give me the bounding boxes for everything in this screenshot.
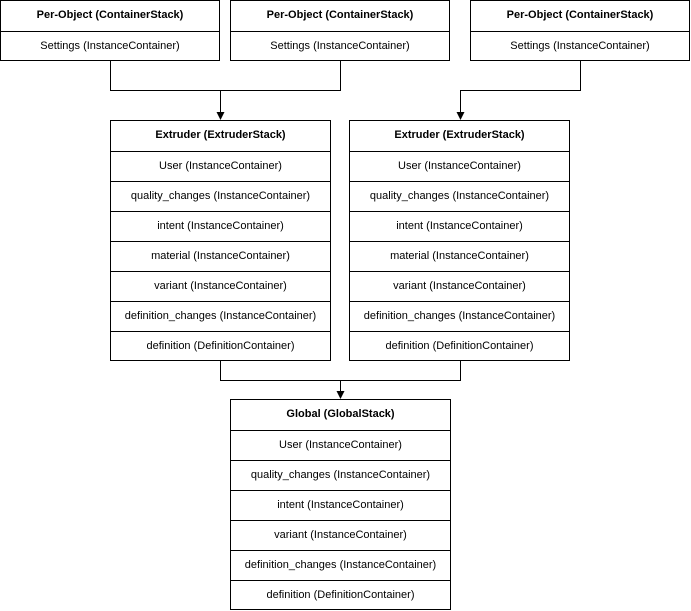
- settings-container: Settings (InstanceContainer): [471, 31, 689, 61]
- extruder-stack-1-title: Extruder (ExtruderStack): [155, 129, 286, 141]
- per-object-stack-3: Per-Object (ContainerStack) Settings (In…: [470, 0, 690, 61]
- definition-changes-container: definition_changes (InstanceContainer): [350, 301, 569, 331]
- connector-extruder-1: [220, 360, 341, 381]
- variant-container: variant (InstanceContainer): [111, 271, 330, 301]
- definition-container: definition (DefinitionContainer): [111, 331, 330, 361]
- quality-changes-container: quality_changes (InstanceContainer): [231, 460, 450, 490]
- per-object-stack-3-title: Per-Object (ContainerStack): [506, 9, 654, 21]
- user-container: User (InstanceContainer): [111, 151, 330, 181]
- connector-per-object-2: [220, 60, 341, 91]
- per-object-stack-2: Per-Object (ContainerStack) Settings (In…: [230, 0, 450, 61]
- variant-container: variant (InstanceContainer): [350, 271, 569, 301]
- definition-container: definition (DefinitionContainer): [350, 331, 569, 361]
- extruder-stack-1: Extruder (ExtruderStack) User (InstanceC…: [110, 120, 331, 361]
- connector-per-object-3: [456, 60, 581, 120]
- intent-container: intent (InstanceContainer): [231, 490, 450, 520]
- connector-per-object-1: [110, 60, 221, 91]
- intent-container: intent (InstanceContainer): [111, 211, 330, 241]
- quality-changes-container: quality_changes (InstanceContainer): [350, 181, 569, 211]
- material-container: material (InstanceContainer): [350, 241, 569, 271]
- definition-changes-container: definition_changes (InstanceContainer): [111, 301, 330, 331]
- definition-container: definition (DefinitionContainer): [231, 580, 450, 610]
- extruder-stack-2: Extruder (ExtruderStack) User (InstanceC…: [349, 120, 570, 361]
- connector-extruder-2: [340, 360, 461, 381]
- global-stack-title: Global (GlobalStack): [286, 408, 395, 420]
- quality-changes-container: quality_changes (InstanceContainer): [111, 181, 330, 211]
- intent-container: intent (InstanceContainer): [350, 211, 569, 241]
- user-container: User (InstanceContainer): [231, 430, 450, 460]
- material-container: material (InstanceContainer): [111, 241, 330, 271]
- per-object-stack-1-title: Per-Object (ContainerStack): [36, 9, 184, 21]
- per-object-stack-1: Per-Object (ContainerStack) Settings (In…: [0, 0, 220, 61]
- variant-container: variant (InstanceContainer): [231, 520, 450, 550]
- definition-changes-container: definition_changes (InstanceContainer): [231, 550, 450, 580]
- global-stack: Global (GlobalStack) User (InstanceConta…: [230, 399, 451, 610]
- settings-container: Settings (InstanceContainer): [1, 31, 219, 61]
- settings-container: Settings (InstanceContainer): [231, 31, 449, 61]
- user-container: User (InstanceContainer): [350, 151, 569, 181]
- extruder-stack-2-title: Extruder (ExtruderStack): [394, 129, 525, 141]
- per-object-stack-2-title: Per-Object (ContainerStack): [266, 9, 414, 21]
